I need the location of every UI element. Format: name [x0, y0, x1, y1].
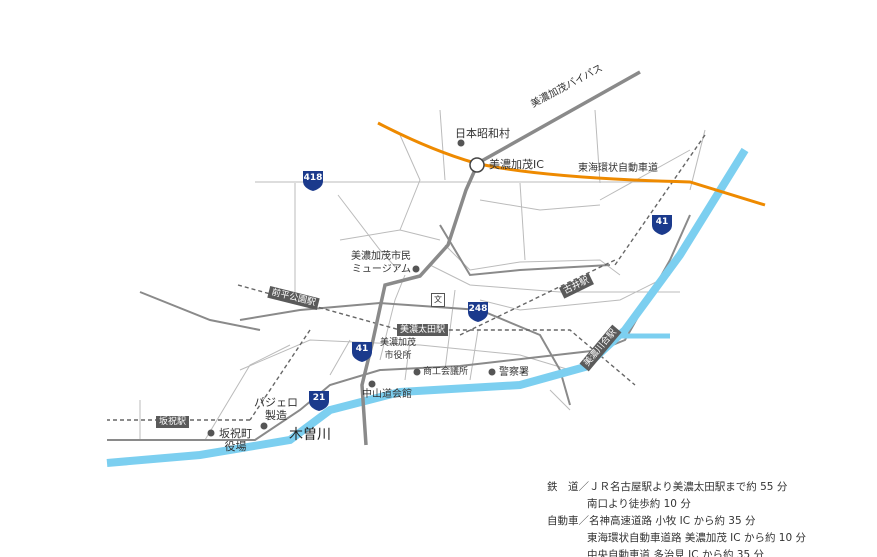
- route-41-shield-north: 41: [651, 214, 673, 236]
- station-sakahogi: 坂祝駅: [156, 416, 190, 428]
- label-museum: 美濃加茂市民ミュージアム: [351, 251, 411, 275]
- label-ic: 美濃加茂IC: [489, 158, 544, 171]
- main-roads: [107, 214, 691, 441]
- label-chamber: 商工会議所: [423, 367, 469, 377]
- label-pajero: パジェロ製造: [254, 396, 298, 422]
- car-line-3: 中央自動車道 多治見 IC から約 35 分: [587, 549, 764, 557]
- label-expressway: 東海環状自動車道: [578, 163, 658, 174]
- rail-line-2: 南口より徒歩約 10 分: [587, 498, 691, 510]
- route-248-shield: 248: [467, 301, 489, 323]
- label-river: 木曽川: [289, 427, 331, 443]
- rail-label: 鉄 道／: [547, 481, 589, 493]
- route-21-shield: 21: [308, 390, 330, 412]
- ic-marker: [469, 157, 485, 173]
- school-icon: 文: [431, 293, 445, 307]
- station-minoota: 美濃太田駅: [397, 324, 449, 336]
- label-nakasendo: 中山道会館: [362, 389, 412, 400]
- rail-line-1: ＪＲ名古屋駅より美濃太田駅まで約 55 分: [589, 481, 788, 493]
- label-police: 警察署: [499, 367, 529, 378]
- car-line-1: 名神高速道路 小牧 IC から約 35 分: [589, 515, 756, 527]
- label-higashi-village: 日本昭和村: [455, 127, 510, 140]
- label-sakahogi-office: 坂祝町役場: [219, 427, 252, 453]
- route-418-shield: 418: [302, 170, 324, 192]
- car-line-2: 東海環状自動車道路 美濃加茂 IC から約 10 分: [587, 532, 806, 544]
- car-label: 自動車／: [547, 515, 589, 527]
- tokai-expressway: [377, 121, 766, 207]
- access-info: 鉄 道／ＪＲ名古屋駅より美濃太田駅まで約 55 分 南口より徒歩約 10 分 自…: [547, 479, 806, 557]
- route-41-shield-south: 41: [351, 341, 373, 363]
- kiso-river: [106, 147, 749, 467]
- poi-dots: [207, 139, 496, 437]
- label-city-hall: 美濃加茂市役所: [380, 338, 417, 361]
